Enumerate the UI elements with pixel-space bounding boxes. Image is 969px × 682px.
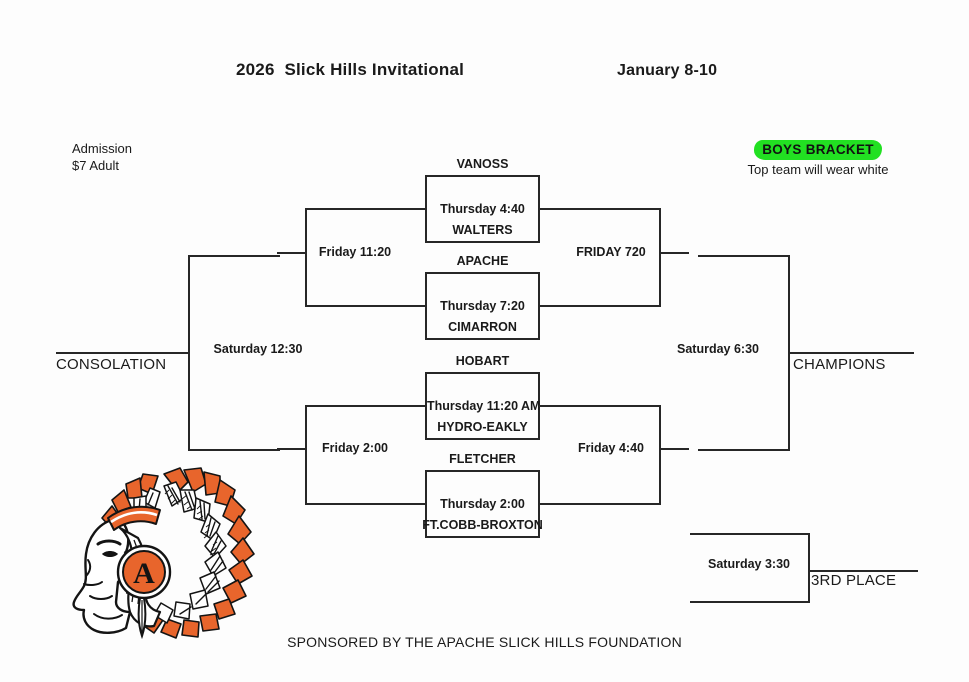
semi-lower-bottom-line: [567, 503, 661, 505]
third-right-line: [808, 533, 810, 603]
game-3-time: Thursday 11:20 AM: [427, 399, 541, 413]
connector-g4-right: [539, 503, 569, 505]
semi-upper-bottom-line: [567, 305, 661, 307]
consolation-lower-label: Friday 2:00: [321, 441, 388, 455]
third-stub: [808, 570, 918, 572]
game-4-bottom-team: FT.COBB-BROXTON: [422, 518, 543, 532]
game-4-top-team: FLETCHER: [449, 452, 516, 466]
connector-g1-left: [397, 208, 427, 210]
cons-upper-top-line: [305, 208, 399, 210]
cons-lower-stub: [277, 448, 307, 450]
admission-line-2: $7 Adult: [72, 158, 119, 173]
consolation-final-time: Saturday 12:30: [213, 342, 303, 356]
semifinal-lower-label: Friday 4:40: [577, 441, 644, 455]
admission-line-1: Admission: [72, 141, 132, 156]
connector-g4-left: [397, 503, 427, 505]
semi-lower-top-line: [567, 405, 661, 407]
semi-upper-right-line: [659, 208, 661, 307]
third-place-time: Saturday 3:30: [708, 557, 790, 571]
headband: [107, 505, 161, 531]
consolation-outcome-label: CONSOLATION: [56, 356, 167, 373]
semi-lower-stub: [659, 448, 689, 450]
game-3-bottom-team: HYDRO-EAKLY: [437, 420, 528, 434]
bracket-note: Top team will wear white: [747, 162, 889, 177]
cons-upper-bottom-line: [305, 305, 399, 307]
game-1-top-team: VANOSS: [456, 157, 509, 171]
champ-top-line: [698, 255, 790, 257]
cons-lower-left-line: [305, 405, 307, 505]
game-1-time: Thursday 4:40: [440, 202, 525, 216]
cons-final-bottom-line: [188, 449, 280, 451]
game-box-3: HOBART Thursday 11:20 AM HYDRO-EAKLY: [425, 354, 541, 440]
sponsor-text: SPONSORED BY THE APACHE SLICK HILLS FOUN…: [287, 634, 682, 650]
game-box-4: FLETCHER Thursday 2:00 FT.COBB-BROXTON: [422, 452, 543, 538]
boys-bracket-badge: BOYS BRACKET: [754, 140, 882, 160]
game-box-2: APACHE Thursday 7:20 CIMARRON: [425, 254, 540, 340]
champions-outcome-label: CHAMPIONS: [793, 356, 886, 373]
game-2-time: Thursday 7:20: [440, 299, 525, 313]
consolation-upper-label: Friday 11:20: [318, 245, 392, 259]
semi-upper-top-line: [567, 208, 661, 210]
cons-lower-bottom-line: [305, 503, 399, 505]
semifinal-upper-label: FRIDAY 720: [576, 245, 646, 259]
game-4-time: Thursday 2:00: [440, 497, 525, 511]
connector-g1-right: [539, 208, 569, 210]
admission-info: Admission $7 Adult: [72, 140, 132, 174]
champ-stub: [788, 352, 914, 354]
medallion: A: [116, 544, 172, 600]
third-place-label: 3RD PLACE: [811, 572, 897, 589]
game-box-1: VANOSS Thursday 4:40 WALTERS: [425, 157, 540, 243]
bracket-tag-container: BOYS BRACKET: [728, 140, 908, 160]
medallion-letter: A: [133, 557, 155, 590]
tournament-dates: January 8-10: [617, 62, 718, 79]
third-bottom-line: [690, 601, 810, 603]
connector-g3-right: [539, 405, 569, 407]
apache-mascot-logo: A: [72, 467, 255, 640]
game-3-top-team: HOBART: [455, 354, 510, 368]
game-2-bottom-team: CIMARRON: [448, 320, 517, 334]
champ-bottom-line: [698, 449, 790, 451]
cons-upper-stub: [277, 252, 307, 254]
page-title: 2026 Slick Hills Invitational: [236, 60, 465, 79]
game-1-bottom-team: WALTERS: [452, 223, 513, 237]
semi-lower-right-line: [659, 405, 661, 505]
connector-g2-right: [539, 305, 569, 307]
third-top-line: [690, 533, 810, 535]
game-2-top-team: APACHE: [456, 254, 509, 268]
championship-time: Saturday 6:30: [677, 342, 759, 356]
cons-lower-top-line: [305, 405, 399, 407]
semi-upper-stub: [659, 252, 689, 254]
connector-g3-left: [397, 405, 427, 407]
cons-final-top-line: [188, 255, 280, 257]
cons-upper-left-line: [305, 208, 307, 307]
cons-final-stub: [56, 352, 190, 354]
connector-g2-left: [397, 305, 427, 307]
